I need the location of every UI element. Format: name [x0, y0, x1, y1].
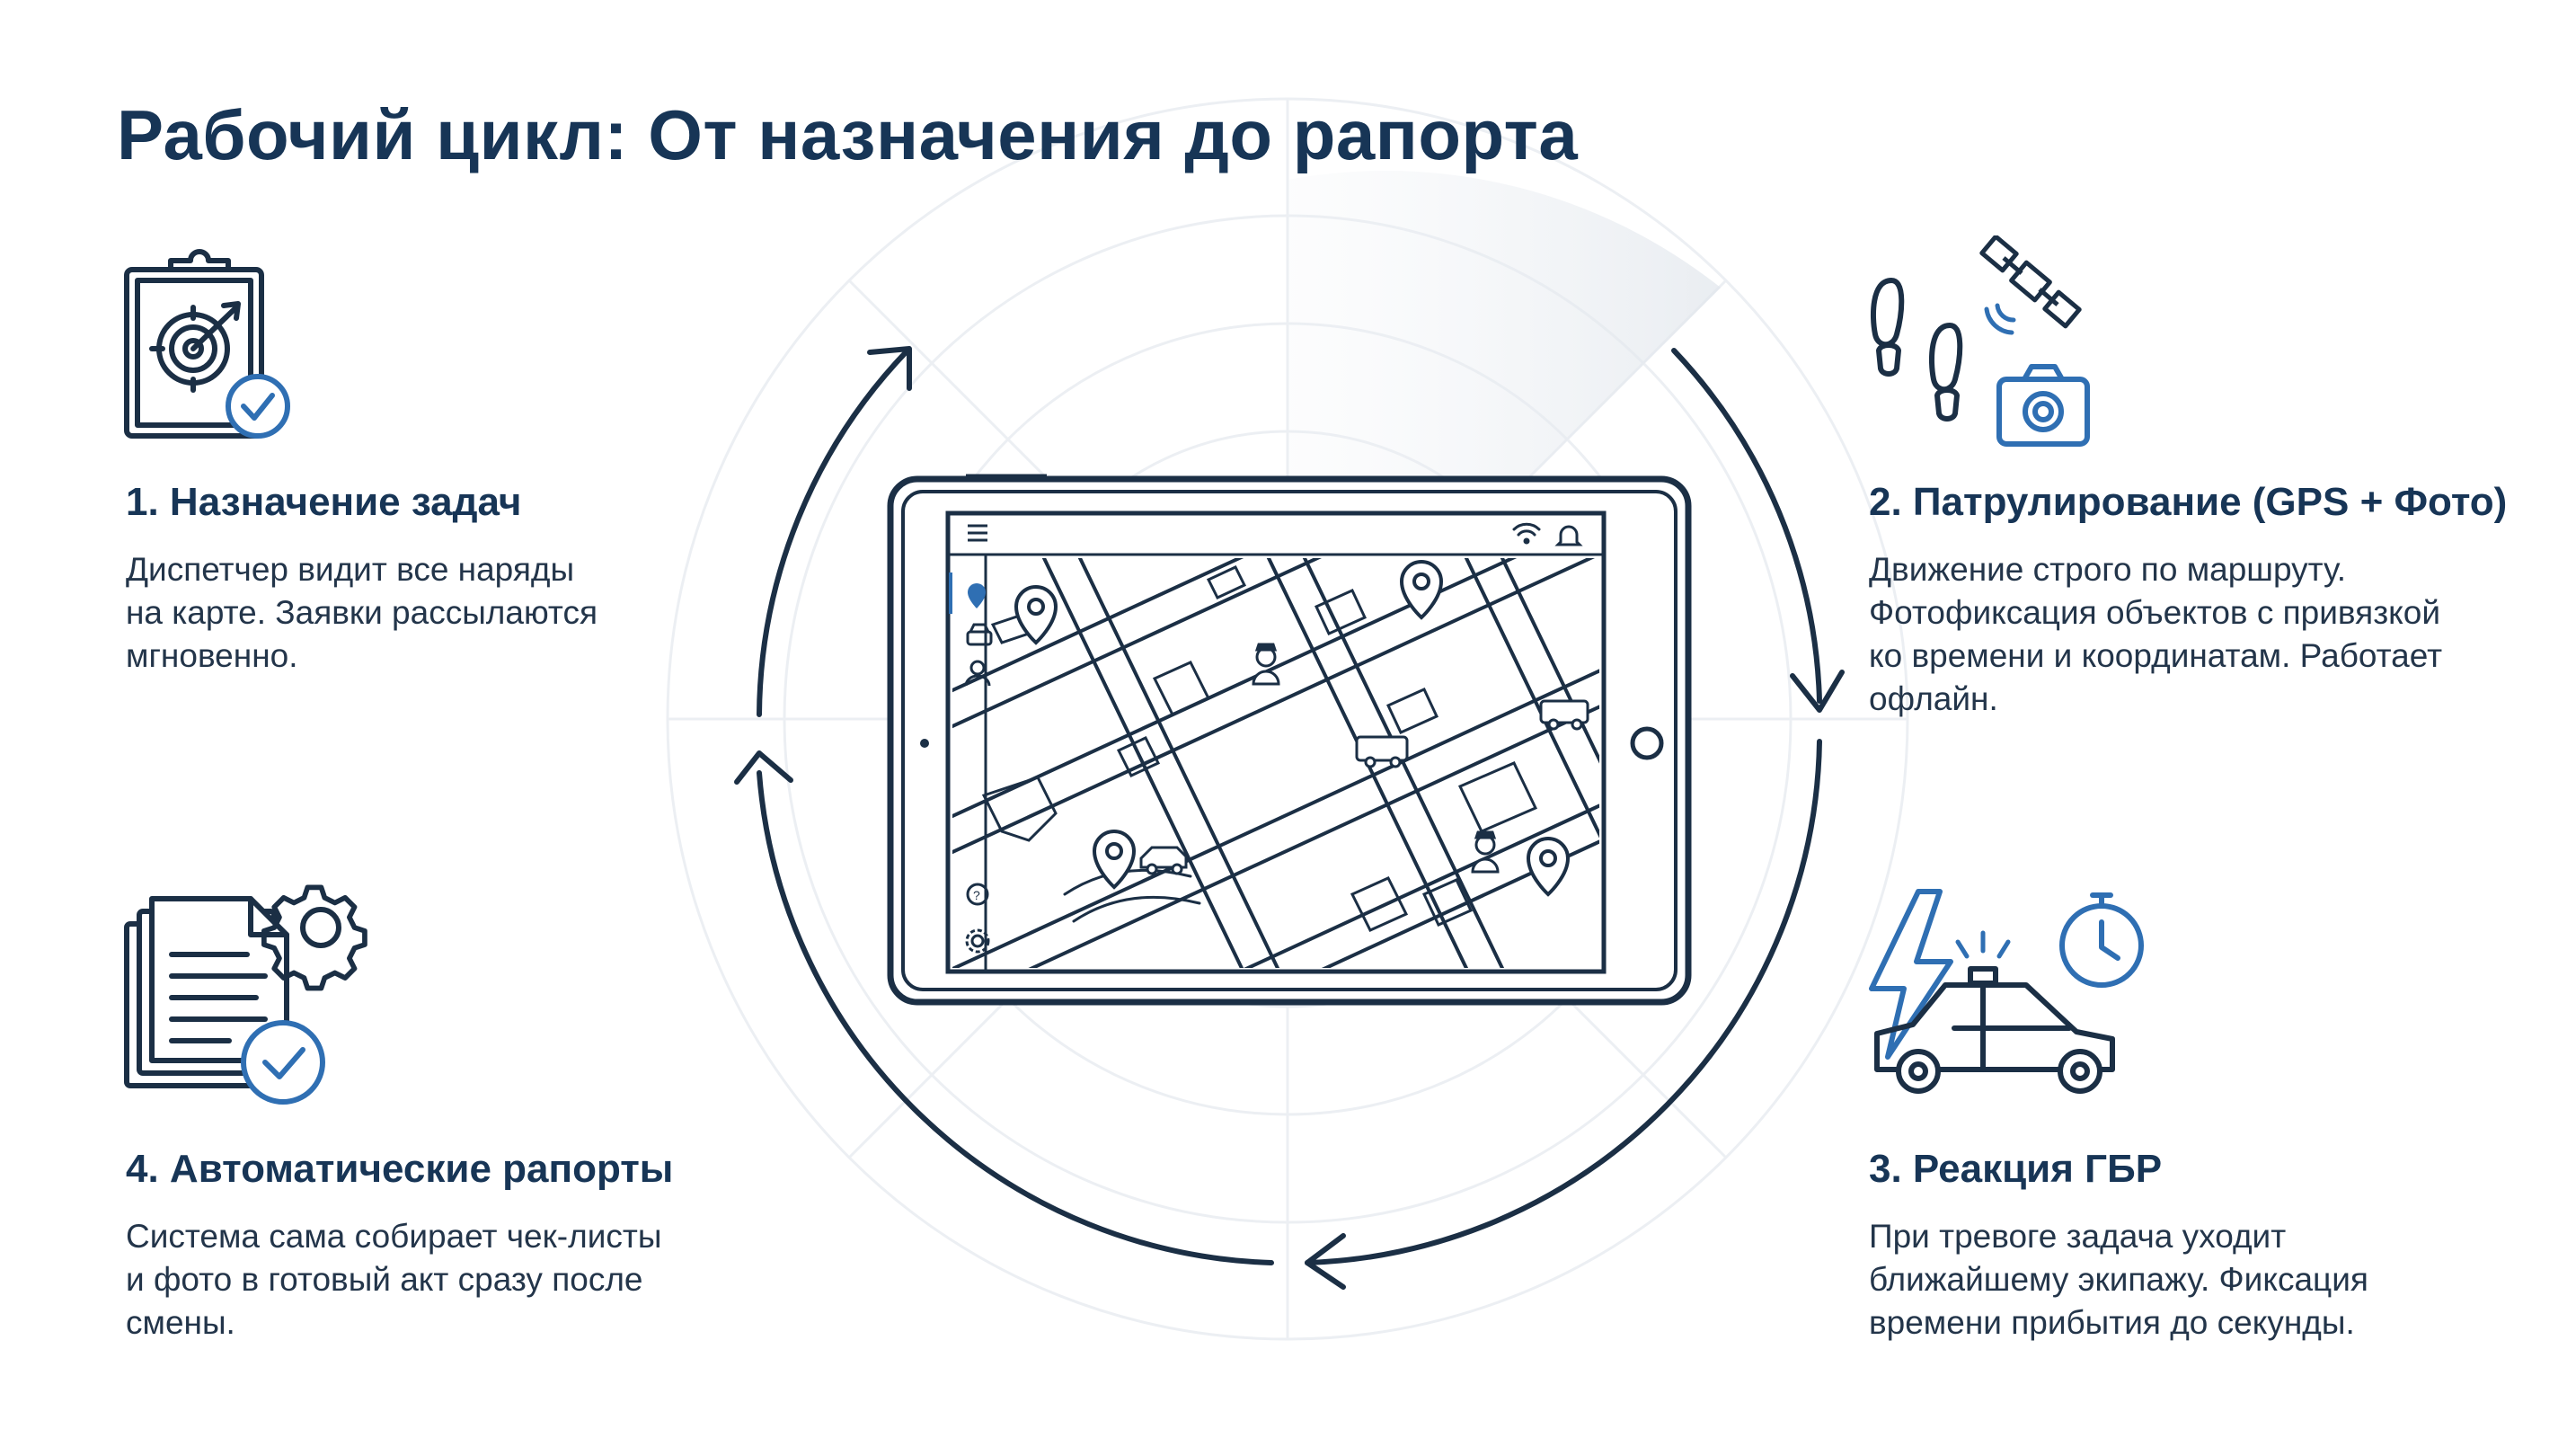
- step-2-line: Фотофиксация объектов с привязкой: [1869, 594, 2441, 631]
- car-icon: [966, 623, 993, 646]
- step-2-line: офлайн.: [1869, 680, 1998, 717]
- map-van: [1355, 735, 1409, 762]
- step-1-assignment: 1. Назначение задач Диспетчер видит все …: [126, 480, 773, 678]
- step-4-description: Система сама собирает чек-листы и фото в…: [126, 1215, 773, 1345]
- step-4-line: Система сама собирает чек-листы: [126, 1218, 662, 1255]
- page-title: Рабочий цикл: От назначения до рапорта: [117, 95, 1579, 174]
- step-1-line: Диспетчер видит все наряды: [126, 551, 575, 588]
- step-1-line: мгновенно.: [126, 637, 298, 674]
- step-3-line: При тревоге задача уходит: [1869, 1218, 2287, 1255]
- documents-gear-check-icon: [124, 884, 367, 1105]
- map-pin-icon: [968, 583, 986, 608]
- footprints-satellite-camera-icon: [1870, 235, 2090, 447]
- cycle-arrow-bottom-left: [757, 770, 1274, 1265]
- step-4-line: смены.: [126, 1304, 235, 1341]
- wifi-icon: [1512, 522, 1541, 545]
- step-4-reports: 4. Автоматические рапорты Система сама с…: [126, 1147, 773, 1345]
- cycle-arrow-top-left: [757, 348, 910, 717]
- step-2-description: Движение строго по маршруту. Фотофиксаци…: [1869, 548, 2516, 721]
- step-3-description: При тревоге задача уходит ближайшему эки…: [1869, 1215, 2516, 1345]
- help-icon: ?: [966, 883, 989, 906]
- step-3-line: ближайшему экипажу. Фиксация: [1869, 1261, 2368, 1298]
- step-1-description: Диспетчер видит все наряды на карте. Зая…: [126, 548, 773, 678]
- step-2-patrol: 2. Патрулирование (GPS + Фото) Движение …: [1869, 480, 2516, 721]
- city-map: [952, 558, 1599, 968]
- step-2-line: Движение строго по маршруту.: [1869, 551, 2347, 588]
- map-van: [1539, 699, 1589, 724]
- lightning-car-stopwatch-icon: [1869, 889, 2144, 1094]
- bell-icon: [1554, 525, 1583, 546]
- step-3-title: 3. Реакция ГБР: [1869, 1147, 2163, 1191]
- map-car: [1139, 846, 1188, 869]
- step-1-title: 1. Назначение задач: [126, 480, 522, 524]
- step-3-line: времени прибытия до секунды.: [1869, 1304, 2355, 1341]
- settings-icon: [965, 928, 990, 954]
- clipboard-target-check-icon: [124, 249, 290, 439]
- step-1-line: на карте. Заявки рассылаются: [126, 594, 598, 631]
- step-2-line: ко времени и координатам. Работает: [1869, 637, 2443, 674]
- step-4-line: и фото в готовый акт сразу после: [126, 1261, 643, 1298]
- tablet-map-device: ?: [887, 474, 1692, 1006]
- cycle-arrow-top-right: [1671, 348, 1822, 704]
- step-4-title: 4. Автоматические рапорты: [126, 1147, 674, 1191]
- step-2-title: 2. Патрулирование (GPS + Фото): [1869, 480, 2508, 524]
- menu-icon: [968, 524, 987, 542]
- step-3-response: 3. Реакция ГБР При тревоге задача уходит…: [1869, 1147, 2516, 1345]
- cycle-arrow-bottom-right: [1305, 739, 1822, 1265]
- svg-text:?: ?: [973, 888, 980, 902]
